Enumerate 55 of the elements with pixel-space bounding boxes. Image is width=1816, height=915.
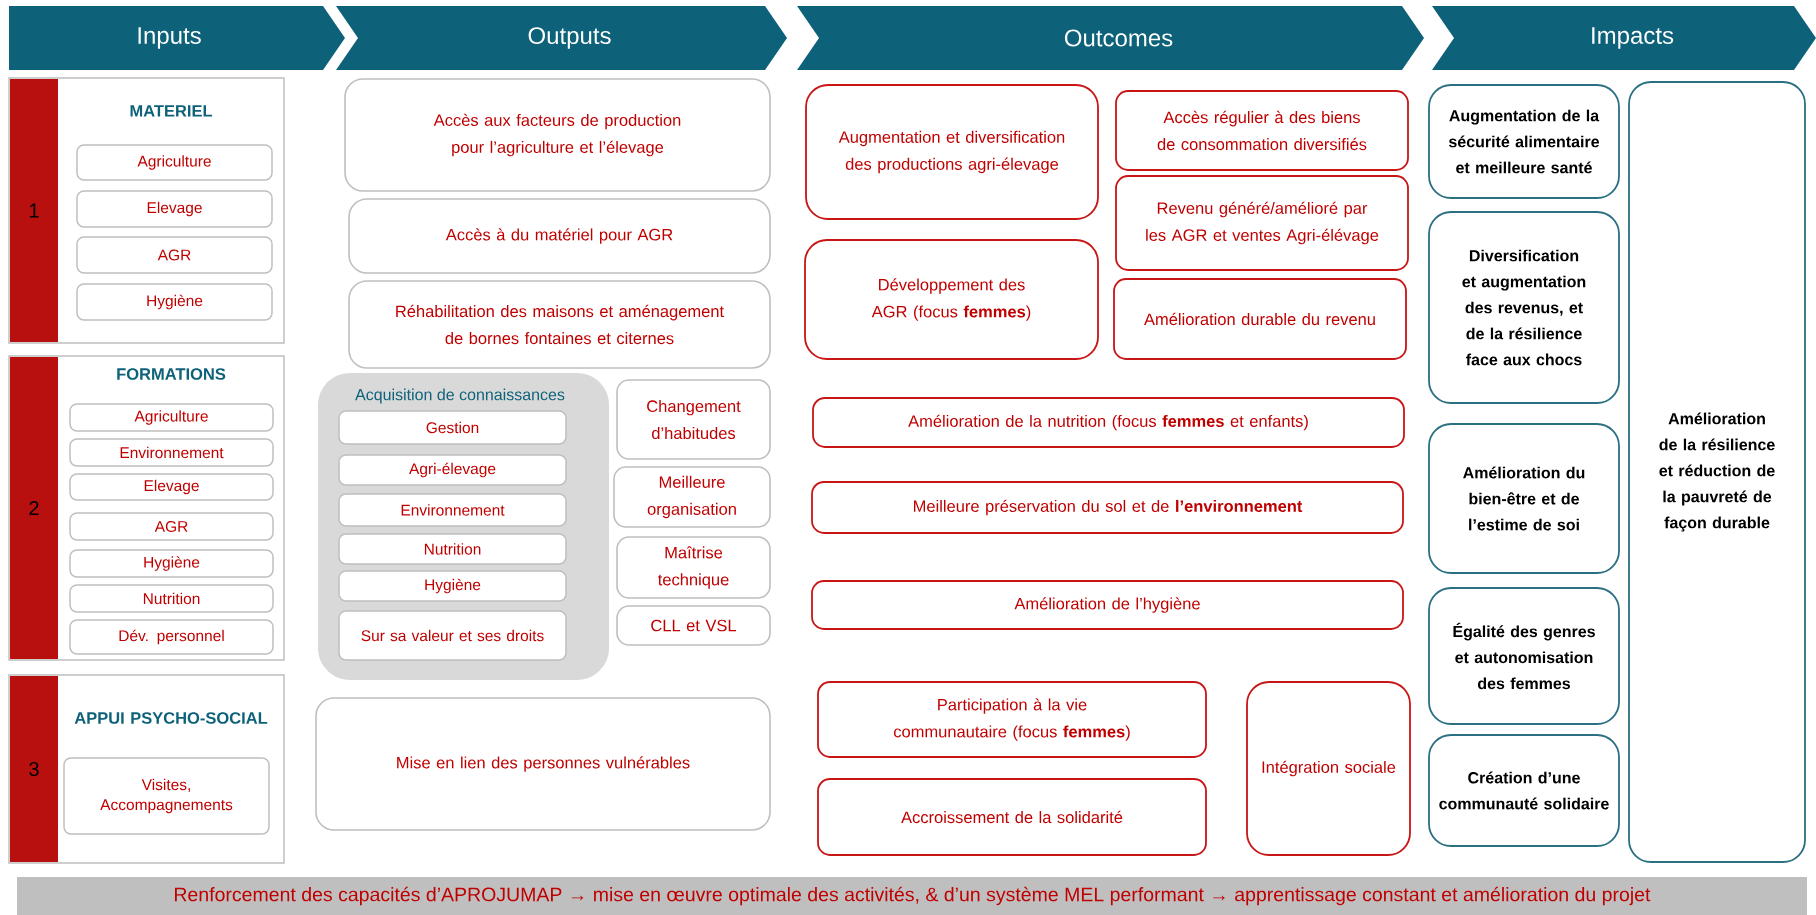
impact-box: Égalité des genres et autonomisation des femmes [1428,587,1620,725]
number-bar: 1 [10,79,58,342]
outcome-box: Accroissement de la solidarité [817,778,1207,856]
impact-box: Création d’une communauté solidaire [1428,734,1620,847]
chevron-header: Outputs [336,6,787,70]
output-box: Meilleure organisation [613,466,771,528]
item-box: Hygiène [69,549,274,578]
outcome-box: Amélioration de l’hygiène [811,580,1404,630]
item-box: Agri-élevage [338,454,567,486]
item-box: Environnement [69,438,274,467]
outcome-box: Développement des AGR (focus femmes) [804,239,1099,360]
outcome-box: Amélioration de la nutrition (focus femmes et enfants) [812,397,1405,448]
impact-box: Diversification et augmentation des revenus, et de la résilience face aux chocs [1428,211,1620,404]
item-box: Hygiène [76,283,273,321]
group-heading: MATERIEL [130,105,213,117]
item-box: Dév. personnel [69,619,274,655]
impact-box: Augmentation de la sécurité alimentaire et meilleure santé [1428,84,1620,199]
item-box: Visites, Accompagnements [63,757,270,835]
item-box: Environnement [338,493,567,527]
item-box: Hygiène [338,570,567,602]
outcome-box: Participation à la vie communautaire (focus femmes) [817,681,1207,758]
outcome-box: Augmentation et diversification des productions agri-élevage [805,84,1099,220]
outcome-box: Amélioration durable du revenu [1113,278,1407,360]
impact-box: Amélioration du bien-être et de l’estime de soi [1428,423,1620,574]
item-box: AGR [76,236,273,274]
item-box: Elevage [69,473,274,501]
output-box: Accès à du matériel pour AGR [348,198,771,274]
chevron-header: Outcomes [797,6,1424,70]
output-box: Réhabilitation des maisons et aménagement de bornes fontaines et citernes [348,280,771,369]
item-box: Agriculture [69,403,274,432]
output-box: Maîtrise technique [616,536,771,599]
output-box: Mise en lien des personnes vulnérables [315,697,771,831]
item-box: Nutrition [338,533,567,565]
number-bar: 2 [10,357,58,659]
group-heading: APPUI PSYCHO-SOCIAL [74,712,268,724]
item-box: Sur sa valeur et ses droits [338,610,567,661]
output-box: Accès aux facteurs de production pour l’agriculture et l’élevage [344,78,771,192]
impact-box: Amélioration de la résilience et réduction de la pauvreté de façon durable [1628,81,1806,863]
chevron-header: Impacts [1432,6,1816,70]
item-box: Nutrition [69,584,274,613]
number-bar: 3 [10,676,58,862]
footer-band: Renforcement des capacités d’APROJUMAP → mise en œuvre optimale des activités, & d’un système MEL performant → apprentissage constant et amélioration du projet [17,877,1807,915]
outcome-box: Accès régulier à des biens de consommation diversifiés [1115,90,1409,171]
item-box: Gestion [338,410,567,445]
item-box: Elevage [76,190,273,228]
item-box: AGR [69,512,274,541]
chevron-header: Inputs [9,6,345,70]
item-box: Agriculture [76,144,273,181]
output-box: CLL et VSL [616,605,771,646]
outcome-box: Meilleure préservation du sol et de l’environnement [811,481,1404,534]
group-heading: Acquisition de connaissances [355,388,565,404]
outcome-box: Revenu généré/amélioré par les AGR et ventes Agri-élévage [1115,175,1409,271]
group-heading: FORMATIONS [117,368,226,380]
outcome-box: Intégration sociale [1246,681,1411,856]
output-box: Changement d’habitudes [616,379,771,460]
